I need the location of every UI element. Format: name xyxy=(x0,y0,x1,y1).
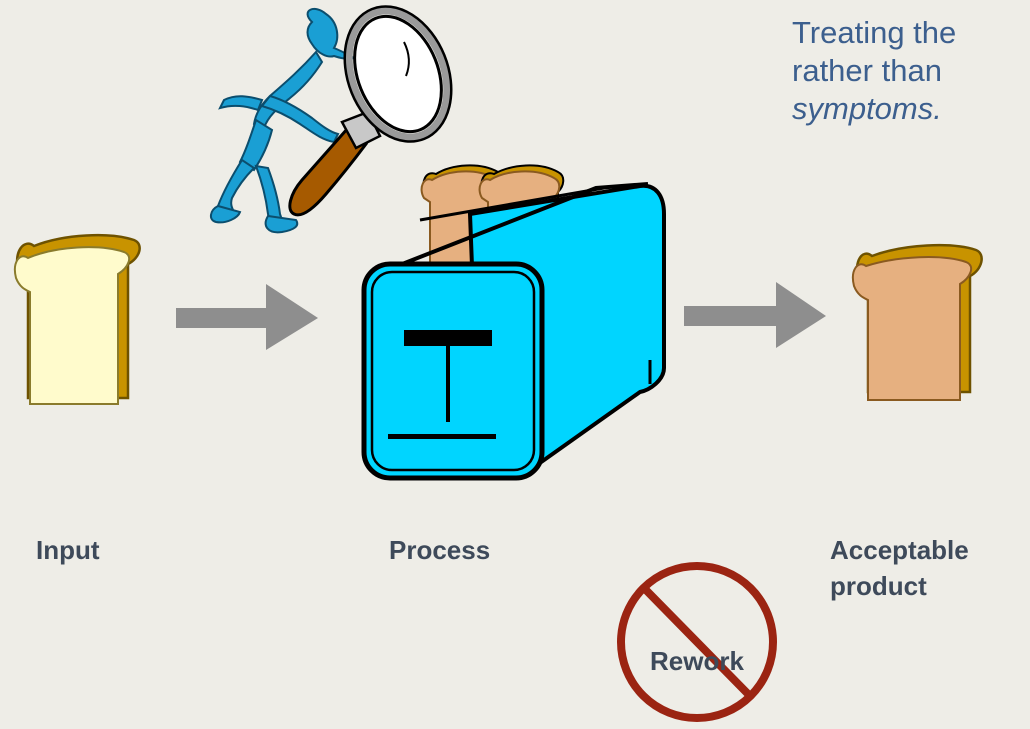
input-label: Input xyxy=(36,535,100,565)
bread-slice-icon xyxy=(14,233,141,405)
arrow-input-to-process xyxy=(176,284,318,350)
acceptable-label-line2: product xyxy=(830,571,927,601)
rework-label: Rework xyxy=(650,646,744,676)
toast-slice-icon xyxy=(852,243,983,401)
acceptable-product-label: Acceptable product xyxy=(830,532,969,604)
arrow-process-to-output xyxy=(684,282,826,348)
note-line-1: Treating the xyxy=(792,15,957,50)
note-line-2: rather than xyxy=(792,53,942,88)
process-label: Process xyxy=(389,535,491,565)
magnifying-glass-icon xyxy=(288,5,453,217)
note-line-3: symptoms. xyxy=(792,91,942,126)
inspector-icon xyxy=(210,7,357,234)
prohibition-sign-icon xyxy=(617,562,777,722)
toaster-icon xyxy=(361,164,666,481)
note-text: Treating the rather than symptoms. xyxy=(792,14,956,128)
acceptable-label-line1: Acceptable xyxy=(830,535,969,565)
